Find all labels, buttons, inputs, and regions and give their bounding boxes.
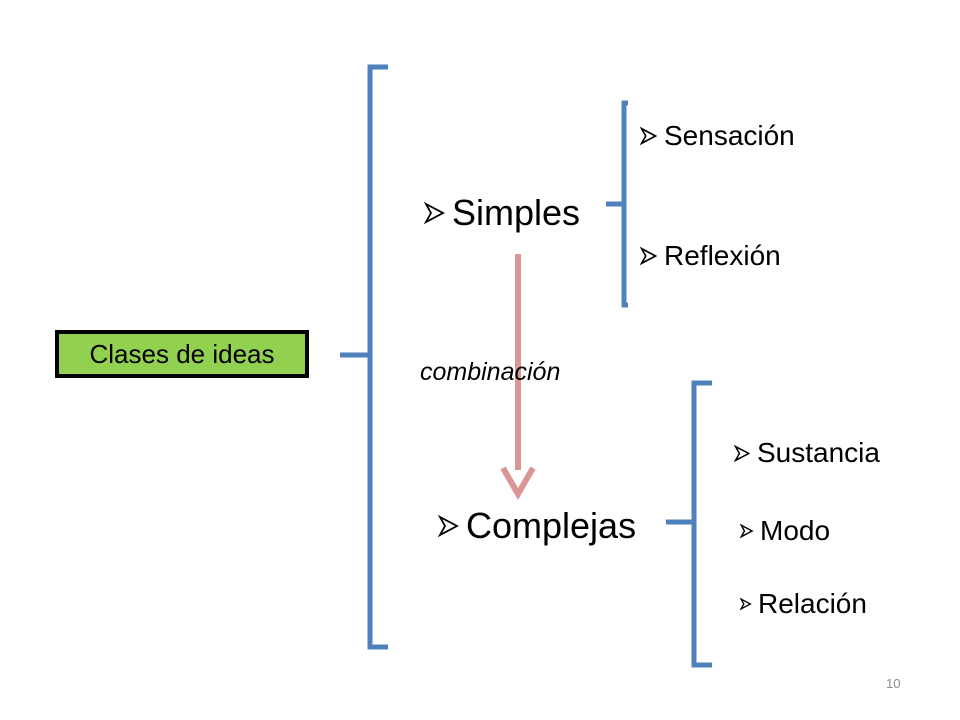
simples-bracket bbox=[606, 100, 628, 308]
node-relacion: Relación bbox=[740, 588, 867, 620]
arrow-bullet-icon bbox=[740, 597, 752, 611]
node-sustancia: Sustancia bbox=[734, 437, 880, 469]
node-sensacion: Sensación bbox=[640, 120, 795, 152]
arrow-bullet-icon bbox=[734, 444, 751, 462]
arrow-bullet-icon bbox=[424, 201, 445, 225]
complejas-bracket bbox=[666, 380, 712, 668]
arrow-bullet-icon bbox=[438, 514, 459, 538]
page-number: 10 bbox=[886, 676, 901, 691]
connector-label: combinación bbox=[420, 358, 561, 386]
node-complejas-label: Complejas bbox=[466, 505, 637, 546]
arrow-bullet-icon bbox=[640, 126, 658, 146]
node-reflexion: Reflexión bbox=[640, 240, 781, 272]
main-bracket bbox=[340, 64, 388, 650]
combination-arrowhead bbox=[500, 466, 536, 501]
node-complejas: Complejas bbox=[438, 505, 636, 547]
node-reflexion-label: Reflexión bbox=[664, 240, 781, 271]
root-node: Clases de ideas bbox=[55, 330, 309, 378]
arrow-bullet-icon bbox=[740, 523, 754, 539]
node-simples: Simples bbox=[424, 192, 580, 234]
node-sustancia-label: Sustancia bbox=[757, 437, 880, 468]
arrow-bullet-icon bbox=[640, 246, 658, 266]
node-simples-label: Simples bbox=[452, 192, 581, 233]
node-modo-label: Modo bbox=[760, 515, 831, 546]
node-relacion-label: Relación bbox=[758, 588, 867, 619]
node-modo: Modo bbox=[740, 515, 830, 547]
node-sensacion-label: Sensación bbox=[664, 120, 795, 151]
root-label: Clases de ideas bbox=[89, 338, 275, 369]
